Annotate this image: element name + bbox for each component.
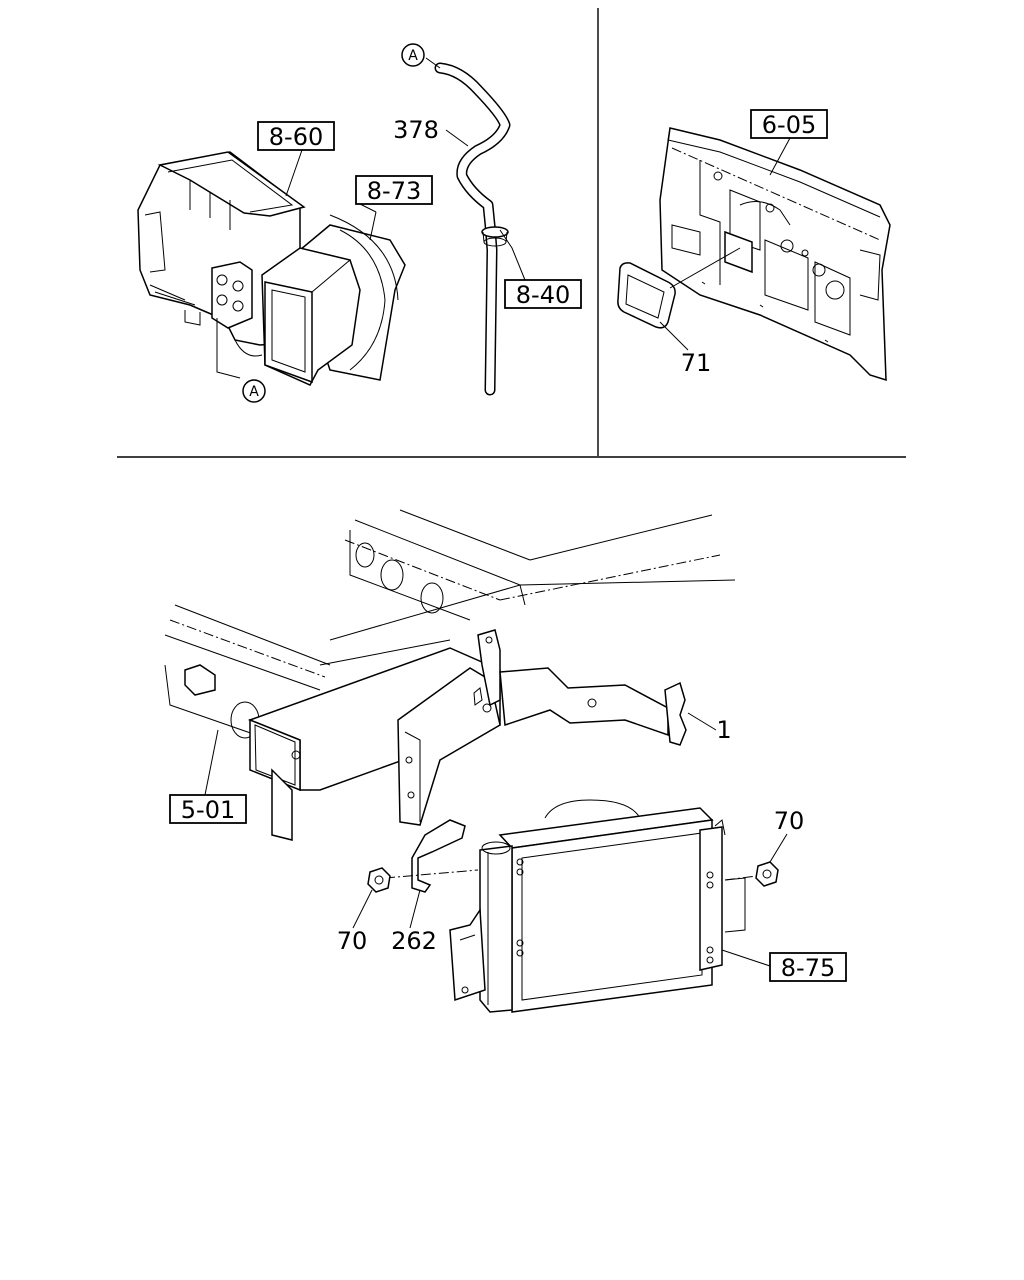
callout-70-right: 70 <box>774 807 805 835</box>
marker-a-top: A <box>401 43 425 67</box>
panel-dividers <box>117 8 906 458</box>
callout-8-75: 8-75 <box>769 952 847 982</box>
nut-right <box>724 861 779 887</box>
callout-1: 1 <box>716 716 731 744</box>
svg-text:8-60: 8-60 <box>269 123 323 151</box>
clip-drawing <box>384 819 479 893</box>
callout-6-05: 6-05 <box>750 109 828 139</box>
callout-5-01: 5-01 <box>169 794 247 824</box>
callout-262: 262 <box>391 927 437 955</box>
heater-unit-drawing <box>137 151 406 386</box>
svg-text:A: A <box>408 48 418 64</box>
nut-left <box>367 867 391 893</box>
marker-a-bottom: A <box>242 379 266 403</box>
condenser-drawing <box>449 799 746 1013</box>
callout-8-40: 8-40 <box>504 279 582 309</box>
callout-8-60: 8-60 <box>257 121 335 151</box>
svg-text:A: A <box>249 384 259 400</box>
svg-text:8-75: 8-75 <box>781 954 835 982</box>
svg-text:8-40: 8-40 <box>516 281 570 309</box>
hose-drawing <box>434 62 511 396</box>
top-right-leaders <box>659 137 791 351</box>
svg-text:6-05: 6-05 <box>762 111 816 139</box>
svg-text:8-73: 8-73 <box>367 177 421 205</box>
bracket-drawing <box>397 629 687 826</box>
gasket-drawing <box>617 262 676 329</box>
callout-8-73: 8-73 <box>355 175 433 205</box>
top-left-leaders <box>216 57 526 379</box>
callout-378: 378 <box>393 116 439 144</box>
callout-71: 71 <box>681 349 712 377</box>
frame-rail-drawing <box>164 509 736 841</box>
svg-text:5-01: 5-01 <box>181 796 235 824</box>
dash-panel-drawing <box>659 127 891 382</box>
callout-70-left: 70 <box>337 927 368 955</box>
bottom-leaders <box>204 712 788 967</box>
